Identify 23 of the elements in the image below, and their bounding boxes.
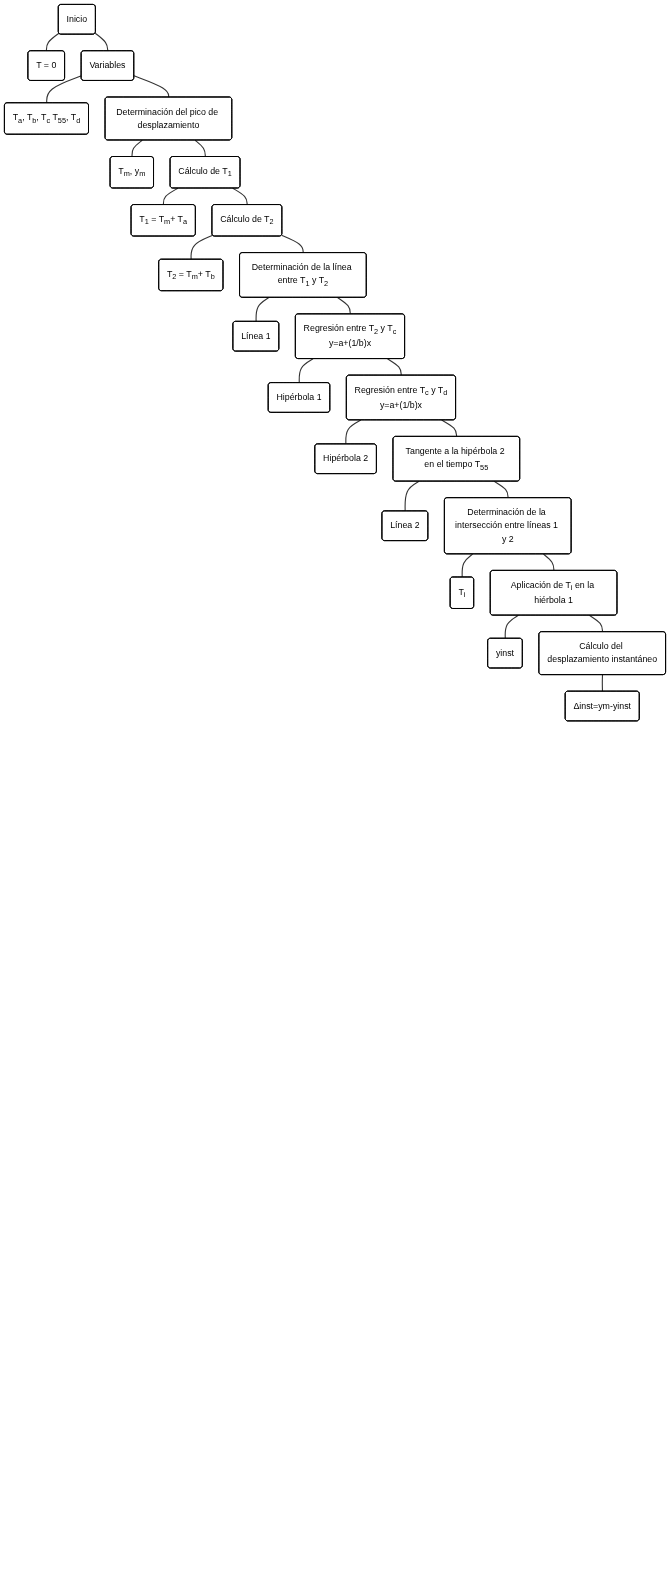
connector	[441, 419, 458, 438]
connector	[45, 32, 60, 52]
connector	[386, 358, 402, 376]
connector	[504, 614, 519, 640]
connector	[588, 614, 604, 633]
connector	[461, 553, 474, 578]
connector	[162, 187, 179, 206]
connector	[404, 480, 420, 512]
connector	[94, 32, 109, 52]
connector	[133, 75, 170, 98]
connector	[493, 480, 509, 499]
connector	[542, 553, 555, 572]
connector	[337, 297, 351, 315]
flowchart-drawing: Inicio T = 0 Variables T$_{a}$, T$_{b}$, T$_{c}$ T$_{55}$, T$_{d}$ Determinación del pico de desplazamiento T$_{m}$, y$_{m}$ Cálculo de T$_{1}$ T$_{1}$ = T$_{m}$+ T$_{a}$ Cálculo de T$_{2}$ T$_{2}$ = T$_{m}$+ T$_{b}$ Determinación de la línea entre T$_{1}$ y T$_{2}$ Línea 1 Regresión entre T$_{2}$ y T$_{c}$ y=a+(1/b)x Hipérbola 1 Regresión entre T$_{c}$ y T$_{d}$ y=a+(1/b)x Hipérbola 2 Tangente a la hipérbola 2 en el tiempo T$_{55}$ Línea 2 Determinación de la intersección entre líneas 1 y 2 T$_{i}$ Aplicación de T$_{i}$ en la hiérbola 1 yinst Cálculo del desplazamiento instantáneo Δinst=ym-yinst	[0, 0, 670, 726]
connector	[46, 75, 82, 104]
connector	[131, 139, 143, 158]
connector	[255, 297, 270, 323]
connector	[298, 358, 314, 384]
connector	[190, 234, 214, 261]
connector	[280, 234, 304, 254]
connector	[345, 419, 362, 445]
connector	[232, 187, 248, 206]
connector	[194, 139, 206, 158]
